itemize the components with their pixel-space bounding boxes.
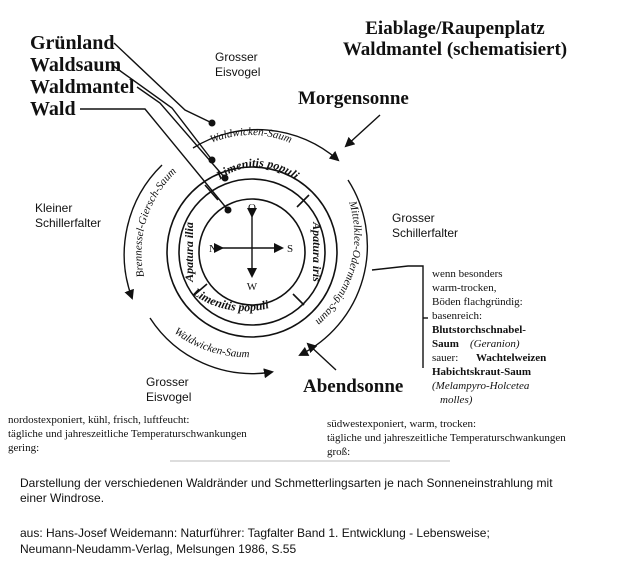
compass-east-label: S bbox=[287, 243, 293, 255]
title-line-1: Eiablage/Raupenplatz bbox=[365, 18, 545, 39]
bottom-left-line: gering: bbox=[8, 442, 39, 454]
caption-line-2: einer Windrose. bbox=[20, 491, 104, 505]
compass-west-label: N bbox=[209, 243, 217, 255]
right-note-line: basenreich: bbox=[432, 310, 482, 322]
legend-item-waldsaum: Waldsaum bbox=[30, 54, 121, 76]
right-note-line: sauer: bbox=[432, 352, 458, 364]
leader-line-wald bbox=[80, 108, 229, 211]
label-grosser-schillerfalter-2: Schillerfalter bbox=[392, 226, 458, 240]
arrow-outer-top bbox=[192, 128, 340, 162]
arrow-outer-right bbox=[298, 179, 369, 356]
label-grosser-eisvogel-top-1: Grosser bbox=[215, 50, 258, 64]
label-waldwicken-saum-top: Waldwicken-Saum bbox=[208, 126, 293, 146]
right-note: wenn besonders warm-trocken, Böden flach… bbox=[432, 268, 546, 406]
legend-item-wald: Wald bbox=[30, 98, 76, 120]
right-note-line: wenn besonders bbox=[432, 268, 503, 280]
arrow-morgensonne bbox=[344, 114, 381, 148]
right-note-line: warm-trocken, bbox=[432, 282, 497, 294]
label-grosser-eisvogel-top-2: Eisvogel bbox=[215, 65, 260, 79]
outer-ring bbox=[166, 166, 338, 338]
title-line-2: Waldmantel (schematisiert) bbox=[343, 39, 567, 60]
leader-dot-gruenland bbox=[208, 119, 216, 127]
label-grosser-eisvogel-bottom-2: Eisvogel bbox=[146, 390, 191, 404]
inner-divider-bottom-right bbox=[292, 293, 305, 306]
middle-ring bbox=[178, 178, 326, 326]
leader-line-gruenland bbox=[113, 42, 213, 124]
bottom-left-line: tägliche und jahreszeitliche Temperaturs… bbox=[8, 428, 247, 440]
bottom-right-line: groß: bbox=[327, 446, 350, 458]
arrow-outer-left bbox=[123, 164, 163, 300]
bracket-right-note bbox=[371, 265, 424, 368]
bottom-left-line: nordostexponiert, kühl, frisch, luftfeuc… bbox=[8, 414, 189, 426]
label-abendsonne: Abendsonne bbox=[303, 376, 403, 397]
legend-item-gruenland: Grünland bbox=[30, 32, 114, 54]
compass-south-label: W bbox=[247, 281, 258, 293]
right-note-line: Blutstorchschnabel- bbox=[432, 324, 526, 336]
label-grosser-schillerfalter-1: Grosser bbox=[392, 211, 435, 225]
bottom-right-line: südwestexponiert, warm, trocken: bbox=[327, 418, 476, 430]
label-kleiner-schillerfalter-1: Kleiner bbox=[35, 201, 72, 215]
legend-item-waldmantel: Waldmantel bbox=[30, 76, 135, 98]
label-limenitis-populi-bottom: Limenitis populi bbox=[190, 284, 271, 314]
right-note-line: Saum bbox=[432, 338, 459, 350]
right-note-line: Böden flachgründig: bbox=[432, 296, 523, 308]
right-note-line: molles) bbox=[440, 394, 473, 406]
inner-divider-top-right bbox=[296, 194, 310, 208]
label-waldwicken-saum-bottom: Waldwicken-Saum bbox=[172, 325, 249, 360]
bottom-right-note: südwestexponiert, warm, trocken: täglich… bbox=[327, 418, 566, 458]
leader-line-waldsaum bbox=[111, 64, 213, 161]
source-line-2: Neumann-Neudamm-Verlag, Melsungen 1986, … bbox=[20, 542, 296, 556]
arrow-outer-bottom bbox=[149, 317, 274, 379]
label-apatura-iris: Apatura iris bbox=[310, 221, 324, 282]
compass-rose: O N S W bbox=[209, 202, 293, 293]
leader-line-waldmantel bbox=[136, 86, 226, 179]
source-line-1: aus: Hans-Josef Weidemann: Naturführer: … bbox=[20, 526, 490, 540]
bottom-left-note: nordostexponiert, kühl, frisch, luftfeuc… bbox=[8, 414, 247, 454]
leader-dot-waldmantel bbox=[221, 174, 229, 182]
label-morgensonne: Morgensonne bbox=[298, 88, 409, 109]
inner-divider-top-left bbox=[204, 184, 219, 201]
bottom-right-line: tägliche und jahreszeitliche Temperaturs… bbox=[327, 432, 566, 444]
label-apatura-ilia: Apatura ilia bbox=[182, 222, 196, 283]
right-note-line: (Geranion) bbox=[470, 338, 520, 350]
leader-dot-wald bbox=[224, 206, 232, 214]
right-note-line: Wachtelweizen bbox=[476, 352, 546, 364]
inner-divider-bottom-left bbox=[192, 283, 208, 297]
label-kleiner-schillerfalter-2: Schillerfalter bbox=[35, 216, 101, 230]
inner-ring bbox=[198, 198, 306, 306]
right-note-line: (Melampyro-Holcetea bbox=[432, 380, 530, 392]
label-grosser-eisvogel-bottom-1: Grosser bbox=[146, 375, 189, 389]
right-note-line: Habichtskraut-Saum bbox=[432, 366, 531, 378]
compass-north-label: O bbox=[248, 202, 256, 214]
caption-line-1: Darstellung der verschiedenen Waldränder… bbox=[20, 476, 553, 490]
